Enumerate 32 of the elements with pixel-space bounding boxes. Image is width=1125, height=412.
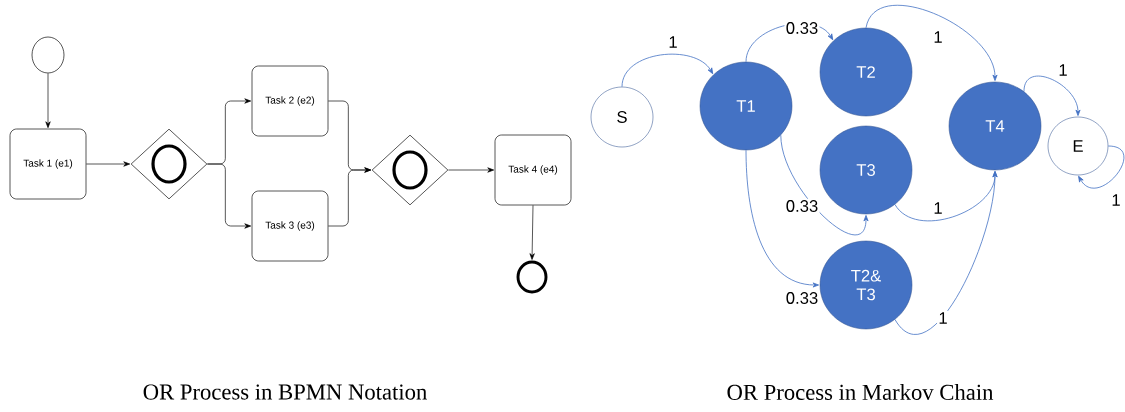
sequence-arrow bbox=[86, 161, 131, 167]
sequence-arrow bbox=[529, 205, 535, 260]
task-box: Task 1 (e1) bbox=[9, 128, 87, 200]
gateway-diamond bbox=[130, 128, 208, 200]
edge-label: 1 bbox=[932, 200, 944, 216]
edge-label: 1 bbox=[937, 310, 949, 326]
caption: OR Process in Markov Chain bbox=[727, 384, 994, 400]
task-box: Task 3 (e3) bbox=[251, 190, 329, 262]
edge-label: 0.33 bbox=[784, 198, 820, 214]
edge-label: 1 bbox=[1110, 192, 1122, 208]
edge-label: 1 bbox=[667, 34, 679, 50]
transition-arrow bbox=[780, 134, 869, 236]
transition-arrow bbox=[1078, 145, 1125, 189]
transition-arrow bbox=[865, 5, 998, 81]
edge-label: 0.33 bbox=[784, 20, 820, 36]
transition-arrow bbox=[745, 149, 819, 288]
task-box: Task 4 (e4) bbox=[494, 134, 572, 206]
transition-arrow bbox=[621, 53, 714, 88]
sequence-arrow bbox=[328, 167, 372, 227]
caption: OR Process in BPMN Notation bbox=[143, 384, 427, 400]
gateway-diamond bbox=[371, 134, 449, 206]
task-box: Task 2 (e2) bbox=[251, 65, 329, 137]
sequence-arrow bbox=[207, 163, 252, 229]
transition-arrow bbox=[894, 171, 998, 335]
edge-label: 1 bbox=[1057, 62, 1069, 78]
start-event-circle bbox=[31, 36, 65, 74]
transition-arrow bbox=[1023, 75, 1081, 116]
end-event-circle bbox=[516, 260, 548, 294]
sequence-arrow bbox=[448, 167, 495, 173]
sequence-arrow bbox=[45, 73, 51, 129]
edge-label: 0.33 bbox=[784, 290, 820, 306]
edge-label: 1 bbox=[932, 29, 944, 45]
